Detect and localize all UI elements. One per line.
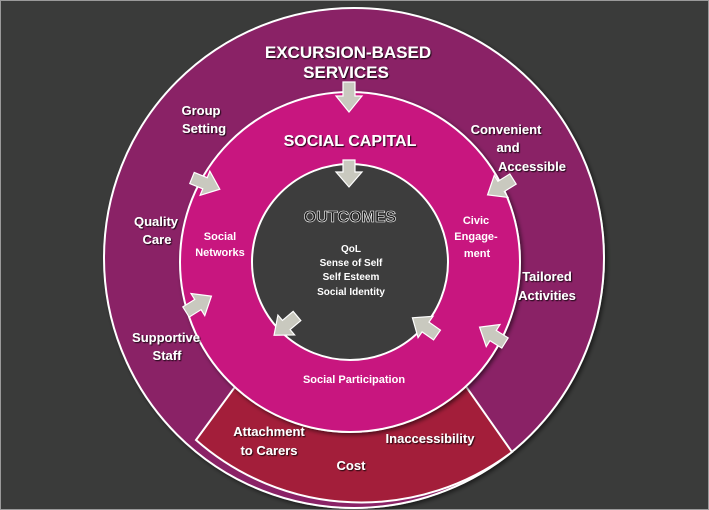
attachment-label: to Carers xyxy=(240,443,297,458)
convenient-label: Accessible xyxy=(498,159,566,174)
arrow-group xyxy=(181,81,518,349)
outcomes-labels: OUTCOMES QoL Sense of Self Self Esteem S… xyxy=(303,209,397,298)
social-networks-label: Networks xyxy=(195,247,245,259)
block-arrow-icon xyxy=(486,173,518,199)
cost-label: Cost xyxy=(337,458,367,473)
excursion-title: SERVICES xyxy=(303,63,389,82)
outer-ring-labels: EXCURSION-BASED SERVICES Group Setting Q… xyxy=(132,43,576,363)
block-arrow-icon xyxy=(188,169,221,197)
outcomes-title: OUTCOMES xyxy=(304,209,397,226)
group-setting-label: Group xyxy=(182,103,221,118)
block-arrow-icon xyxy=(334,81,364,113)
civic-engagement-label: Engage- xyxy=(454,231,498,243)
civic-engagement-label: Civic xyxy=(463,215,489,227)
social-participation-label: Social Participation xyxy=(303,374,405,386)
social-capital-title: SOCIAL CAPITAL xyxy=(284,133,417,150)
outcome-item: Self Esteem xyxy=(323,272,380,283)
excursion-title: EXCURSION-BASED xyxy=(265,43,431,62)
outcome-item: Social Identity xyxy=(317,287,385,298)
supportive-staff-label: Staff xyxy=(153,348,183,363)
supportive-staff-label: Supportive xyxy=(132,330,200,345)
attachment-label: Attachment xyxy=(233,424,305,439)
block-arrow-icon xyxy=(273,310,302,336)
block-arrow-icon xyxy=(334,159,364,188)
middle-ring-labels: SOCIAL CAPITAL Social Networks Civic Eng… xyxy=(195,133,498,386)
tailored-activities-label: Tailored xyxy=(522,269,572,284)
social-networks-label: Social xyxy=(204,231,236,243)
civic-engagement-label: ment xyxy=(464,248,491,260)
barrier-labels: Attachment to Carers Inaccessibility Cos… xyxy=(233,424,475,473)
quality-care-label: Quality xyxy=(134,214,179,229)
block-arrow-icon xyxy=(478,323,510,349)
quality-care-label: Care xyxy=(143,232,172,247)
convenient-label: Convenient xyxy=(471,122,542,137)
outcome-item: Sense of Self xyxy=(320,258,383,269)
tailored-activities-label: Activities xyxy=(518,288,576,303)
outcome-item: QoL xyxy=(341,244,361,255)
inaccessibility-label: Inaccessibility xyxy=(386,431,476,446)
block-arrow-icon xyxy=(411,315,442,341)
block-arrow-icon xyxy=(181,292,213,318)
convenient-label: and xyxy=(496,140,519,155)
group-setting-label: Setting xyxy=(182,121,226,136)
